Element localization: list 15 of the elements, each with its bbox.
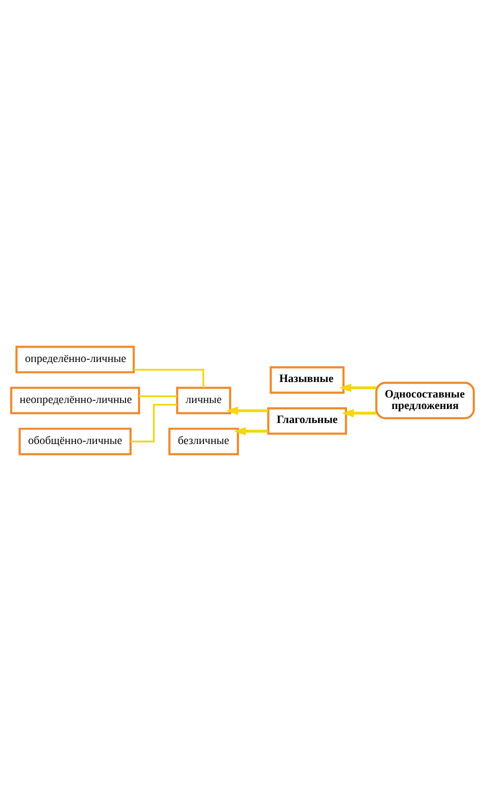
node-box: личные [176, 386, 232, 414]
node-box: Глагольные [267, 406, 348, 434]
connector [130, 403, 177, 442]
node-box: Назывные [270, 366, 345, 394]
node-box: обобщённо-личные [18, 427, 132, 455]
arrow [339, 383, 376, 392]
connector [139, 394, 178, 397]
node-box: безличные [168, 427, 239, 455]
node-box: неопределённо-личные [10, 386, 140, 414]
node-box: определённо-личные [15, 345, 135, 373]
connector [134, 368, 204, 388]
node-box: Односоставные предложения [375, 381, 475, 419]
arrow [234, 426, 268, 435]
arrow [226, 406, 268, 414]
arrow [342, 408, 376, 417]
